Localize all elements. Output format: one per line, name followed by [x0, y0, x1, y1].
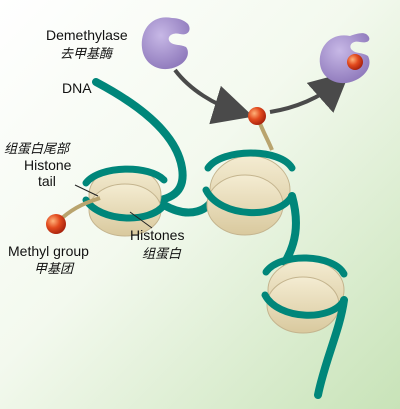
label-histone-tail-zh: 组蛋白尾部	[4, 142, 71, 157]
methyl-group-left	[46, 214, 66, 234]
label-methyl-group: Methyl group	[8, 243, 89, 259]
label-demethylase-zh: 去甲基酶	[60, 47, 114, 62]
nucleosome-left	[82, 165, 168, 237]
label-demethylase: Demethylase	[46, 27, 128, 43]
histone-tail-left	[60, 196, 101, 220]
label-dna: DNA	[62, 80, 92, 96]
demethylase-bound-icon	[319, 33, 370, 84]
nucleosome-middle	[202, 149, 296, 236]
label-histone-tail-2: tail	[38, 173, 56, 189]
nucleosome-bottom	[261, 254, 348, 334]
dna-strand-bottom	[314, 296, 348, 399]
bound-methyl-group	[347, 54, 363, 70]
histones-leader	[129, 211, 153, 229]
arrow-methyl-to-enzyme	[269, 71, 350, 114]
label-histones-zh: 组蛋白	[142, 247, 182, 262]
label-methyl-group-zh: 甲基团	[34, 262, 75, 277]
histone-tail-leader	[74, 184, 99, 197]
label-histone-tail-1: Histone	[24, 157, 72, 173]
demethylase-enzyme-icon	[141, 17, 190, 70]
label-histones: Histones	[130, 227, 184, 243]
methyl-group-right	[248, 107, 266, 125]
arrow-demethylase-to-methyl	[173, 68, 254, 125]
